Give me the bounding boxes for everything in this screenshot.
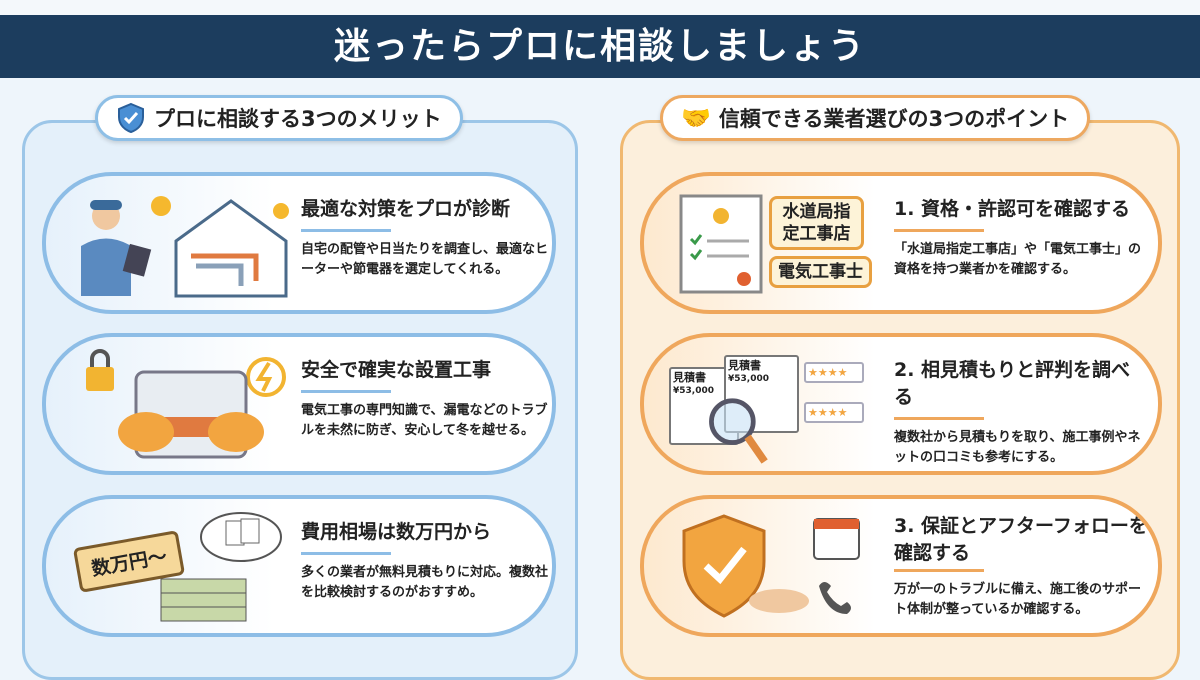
estimate-price: ¥53,000: [673, 386, 714, 396]
merits-heading: プロに相談する3つのメリット: [95, 95, 463, 141]
merit-title: 安全で確実な設置工事: [301, 359, 492, 381]
review-bubble: ★★★★: [804, 402, 864, 423]
point-body: 「水道局指定工事店」や「電気工事士」の資格を持つ業者かを確認する。: [894, 242, 1142, 277]
point-card-quotes: 見積書 ¥53,000 見積書 ¥53,000 ★★★★ ★★★★ 2. 相見積もり…: [640, 333, 1162, 475]
point-title: 3. 保証とアフターフォローを確認する: [894, 515, 1148, 564]
warranty-illustration: [682, 514, 860, 618]
page-title: 迷ったらプロに相談しましょう: [0, 15, 1200, 78]
magnifier-icon: [709, 398, 768, 464]
divider: [301, 229, 391, 232]
divider: [894, 569, 984, 572]
license-badge-water: 水道局指定工事店: [769, 196, 864, 250]
point-body: 万が一のトラブルに備え、施工後のサポート体制が整っているか確認する。: [894, 582, 1142, 617]
handshake-icon: 🤝: [681, 104, 711, 132]
merit-title: 費用相場は数万円から: [301, 521, 492, 543]
point-card-warranty: 3. 保証とアフターフォローを確認する万が一のトラブルに備え、施工後のサポート体…: [640, 495, 1162, 637]
estimate-label: 見積書: [673, 371, 706, 384]
certificate-icon: [679, 194, 763, 294]
money-docs-illustration: [160, 512, 282, 622]
estimate-price: ¥53,000: [728, 374, 769, 384]
points-heading: 🤝 信頼できる業者選びの3つのポイント: [660, 95, 1091, 141]
merit-card-cost: 数万円〜 費用相場は数万円から多くの業者が無料見積もりに対応。複数社を比較検討す…: [42, 495, 556, 637]
merit-card-installation: 安全で確実な設置工事電気工事の専門知識で、漏電などのトラブルを未然に防ぎ、安心し…: [42, 333, 556, 475]
shield-check-icon: [118, 102, 144, 134]
electrical-work-illustration: [86, 349, 286, 459]
merit-body: 多くの業者が無料見積もりに対応。複数社を比較検討するのがおすすめ。: [301, 565, 549, 600]
point-title: 1. 資格・許認可を確認する: [894, 198, 1131, 220]
point-title: 2. 相見積もりと評判を調べる: [894, 359, 1131, 408]
point-body: 複数社から見積もりを取り、施工事例やネットの口コミも参考にする。: [894, 430, 1141, 465]
review-bubble: ★★★★: [804, 362, 864, 383]
divider: [301, 552, 391, 555]
technician-house-illustration: [81, 196, 289, 298]
license-badge-electric: 電気工事士: [769, 256, 872, 288]
points-heading-text: 信頼できる業者選びの3つのポイント: [718, 107, 1070, 131]
divider: [301, 390, 391, 393]
divider: [894, 417, 984, 420]
merits-heading-text: プロに相談する3つのメリット: [154, 107, 442, 131]
point-card-license: 水道局指定工事店 電気工事士 1. 資格・許認可を確認する「水道局指定工事店」や…: [640, 172, 1162, 314]
estimate-label: 見積書: [728, 359, 761, 372]
merit-body: 電気工事の専門知識で、漏電などのトラブルを未然に防ぎ、安心して冬を越せる。: [301, 403, 548, 438]
merit-card-diagnosis: 最適な対策をプロが診断自宅の配管や日当たりを調査し、最適なヒーターや節電器を選定…: [42, 172, 556, 314]
merit-body: 自宅の配管や日当たりを調査し、最適なヒーターや節電器を選定してくれる。: [301, 242, 549, 277]
merit-title: 最適な対策をプロが診断: [301, 198, 511, 220]
top-band: [0, 0, 1200, 15]
divider: [894, 229, 984, 232]
